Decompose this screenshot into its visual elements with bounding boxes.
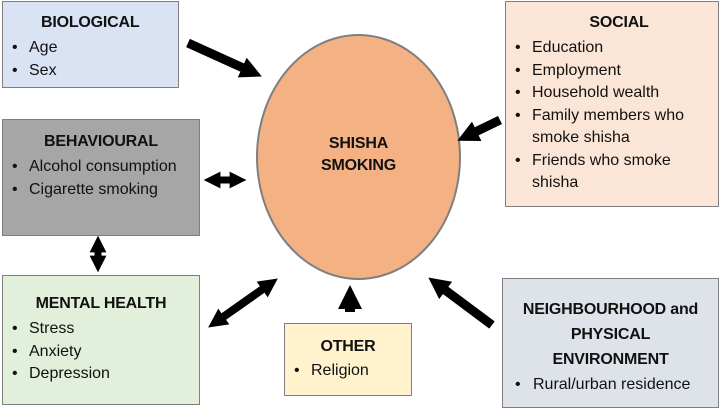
neighbourhood-list: Rural/urban residence [503, 372, 718, 397]
behavioural-title: BEHAVIOURAL [44, 133, 158, 150]
list-item: Employment [506, 60, 718, 83]
neighbourhood-title: NEIGHBOURHOOD and PHYSICAL ENVIRONMENT [503, 279, 718, 372]
list-item: Age [3, 37, 178, 60]
list-item: Stress [3, 318, 199, 341]
center-line-1: SHISHA [328, 135, 389, 152]
social-list: Education Employment Household wealth Fa… [506, 34, 718, 195]
biological-list: Age Sex [3, 34, 178, 82]
mental-health-title: MENTAL HEALTH [35, 295, 167, 312]
list-item: Rural/urban residence [503, 374, 718, 397]
other-box: OTHER Religion [284, 323, 412, 396]
other-list: Religion [285, 358, 411, 383]
list-item: Cigarette smoking [3, 179, 199, 202]
mental-health-box: MENTAL HEALTH Stress Anxiety Depression [2, 275, 200, 405]
list-item: Household wealth [506, 82, 718, 105]
list-item: Depression [3, 363, 199, 386]
arrow-mental-health [208, 278, 278, 328]
behavioural-box: BEHAVIOURAL Alcohol consumption Cigarett… [2, 119, 200, 236]
list-item: Sex [3, 60, 178, 83]
list-item: Anxiety [3, 341, 199, 364]
list-item: Family members who smoke shisha [506, 105, 718, 150]
list-item: Alcohol consumption [3, 156, 199, 179]
neighbourhood-box: NEIGHBOURHOOD and PHYSICAL ENVIRONMENT R… [502, 278, 719, 408]
behavioural-list: Alcohol consumption Cigarette smoking [3, 153, 199, 201]
neighbourhood-title-line-1: NEIGHBOURHOOD and [522, 301, 699, 318]
social-title: SOCIAL [589, 14, 649, 31]
arrow-biological [186, 38, 262, 78]
arrow-social [457, 115, 502, 142]
biological-title: BIOLOGICAL [41, 14, 140, 31]
shisha-smoking-ellipse [256, 34, 461, 280]
biological-box: BIOLOGICAL Age Sex [2, 1, 179, 88]
other-title: OTHER [320, 338, 376, 355]
neighbourhood-title-line-3: ENVIRONMENT [552, 351, 669, 368]
list-item: Religion [285, 360, 411, 383]
mental-health-list: Stress Anxiety Depression [3, 315, 199, 386]
social-box: SOCIAL Education Employment Household we… [505, 1, 719, 207]
shisha-smoking-label: SHISHA SMOKING [256, 133, 461, 177]
arrow-neighbourhood [428, 277, 495, 329]
center-line-2: SMOKING [320, 157, 397, 174]
list-item: Education [506, 37, 718, 60]
list-item: Friends who smoke shisha [506, 150, 718, 195]
neighbourhood-title-line-2: PHYSICAL [570, 326, 651, 343]
